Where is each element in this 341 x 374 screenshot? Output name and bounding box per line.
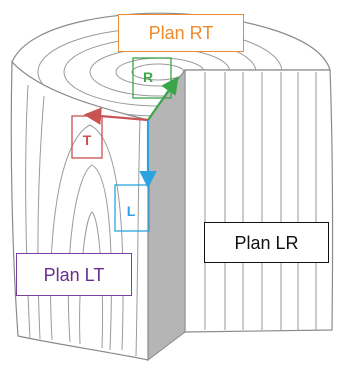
axis-t-arrow — [83, 107, 149, 125]
lr-face — [184, 69, 334, 333]
axis-l: L — [114, 120, 157, 232]
plan-rt-label: Plan RT — [118, 14, 244, 52]
axis-l-label: L — [127, 203, 136, 219]
plan-lt-label: Plan LT — [16, 253, 132, 296]
axis-t: T — [71, 107, 149, 159]
axis-r-label: R — [143, 69, 153, 85]
axis-t-label: T — [83, 132, 92, 148]
plan-lr-label: Plan LR — [204, 222, 329, 263]
axis-r-arrow — [147, 76, 179, 121]
axis-r: R — [132, 57, 179, 121]
